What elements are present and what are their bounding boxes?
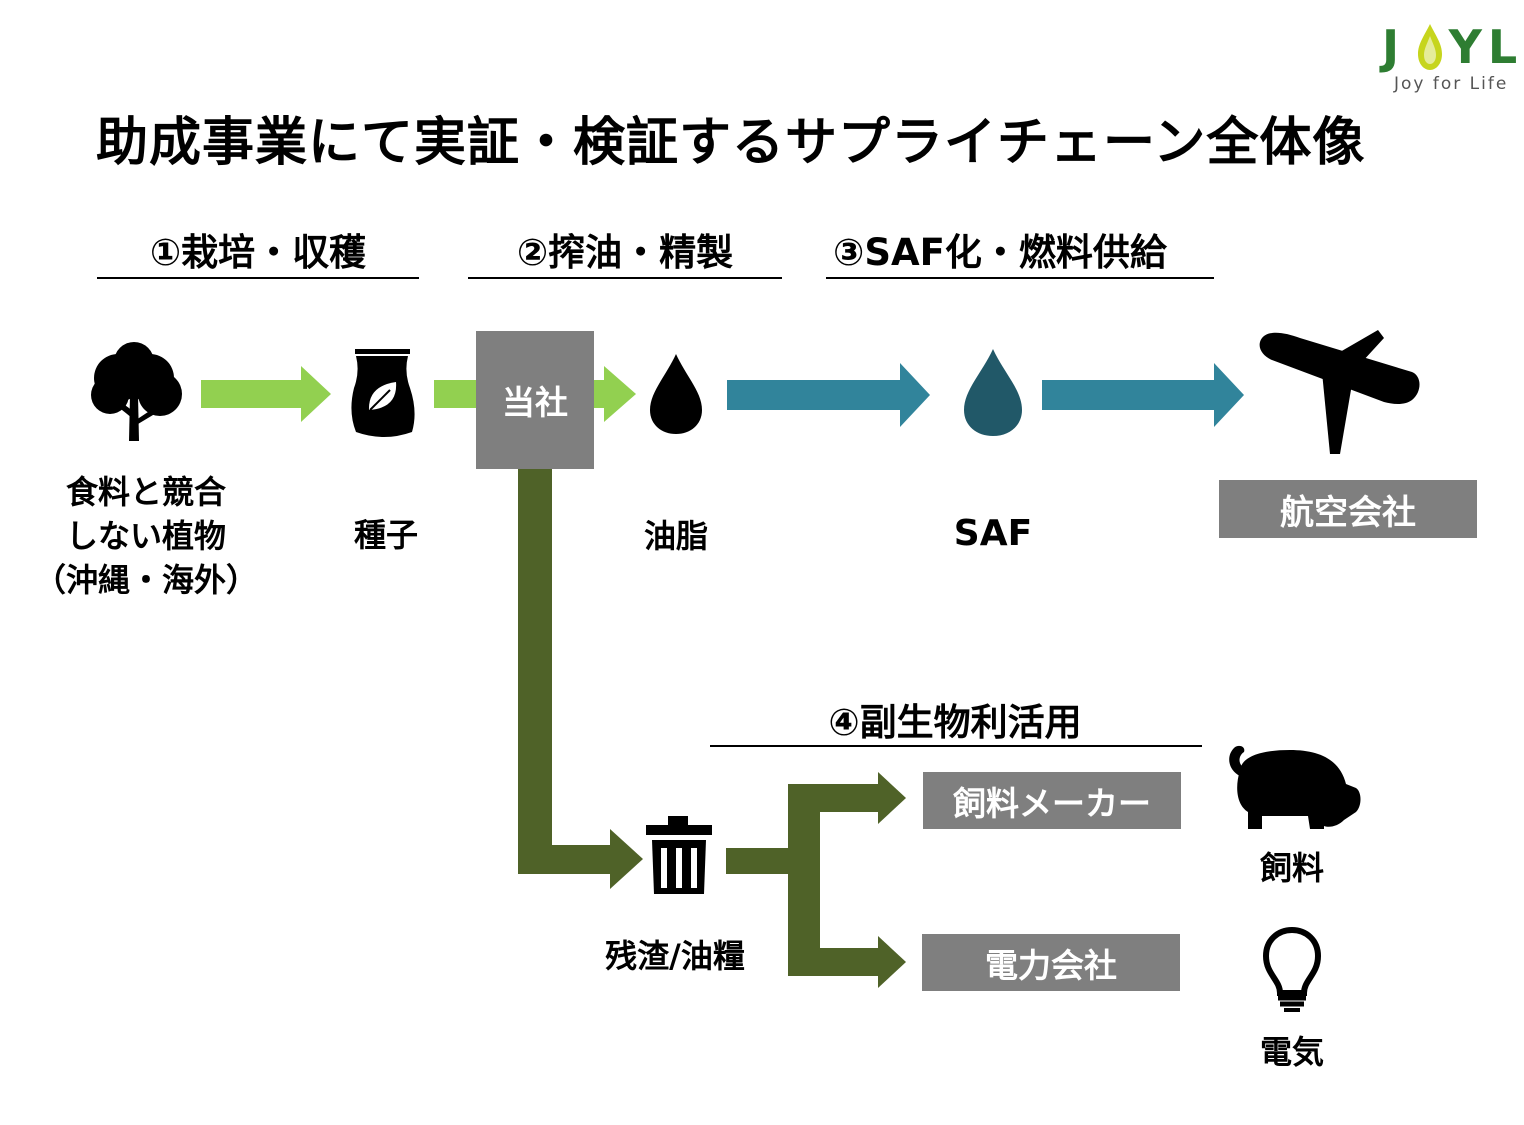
logo-drop-icon bbox=[1418, 24, 1442, 70]
arrow-saf-to-airline bbox=[1042, 363, 1244, 427]
arrow-residue-fork bbox=[726, 772, 906, 988]
feed-maker-box: 飼料メーカー bbox=[923, 772, 1181, 829]
seed-label: 種子 bbox=[353, 516, 418, 554]
arrow-company-to-residue bbox=[518, 468, 643, 889]
plant-label: 食料と競合 しない植物 （沖縄・海外） bbox=[30, 470, 262, 602]
logo-tagline: Joy for Life bbox=[1394, 74, 1509, 94]
arrow-oil-to-saf bbox=[727, 363, 930, 427]
electricity-label: 電気 bbox=[1259, 1033, 1324, 1071]
plant-label-line: 食料と競合 bbox=[65, 473, 226, 511]
power-company-box: 電力会社 bbox=[922, 934, 1180, 991]
arrow-seed-to-company bbox=[434, 380, 478, 408]
section-heading-byproduct: ④副生物利活用 bbox=[828, 701, 1082, 744]
section-rule bbox=[710, 745, 1202, 747]
section-heading-cultivation: ①栽培・収穫 bbox=[149, 231, 367, 274]
trash-icon bbox=[646, 816, 712, 894]
plant-label-line: しない植物 bbox=[65, 517, 226, 555]
arrow-plant-to-seed bbox=[201, 366, 331, 422]
residue-label: 残渣/油糧 bbox=[605, 937, 745, 975]
saf-drop-icon bbox=[964, 349, 1022, 436]
logo-wordmark: JOYL bbox=[1382, 20, 1524, 74]
seed-bag-icon bbox=[351, 349, 415, 437]
plant-label-line: （沖縄・海外） bbox=[33, 561, 258, 599]
section-heading-pressing: ②搾油・精製 bbox=[516, 231, 734, 274]
pig-icon bbox=[1229, 745, 1361, 829]
section-rule bbox=[826, 277, 1214, 279]
page-title: 助成事業にて実証・検証するサプライチェーン全体像 bbox=[96, 113, 1366, 173]
section-heading-saf: ③SAF化・燃料供給 bbox=[833, 231, 1167, 274]
tree-icon bbox=[91, 342, 182, 441]
company-box: 当社 bbox=[476, 331, 594, 469]
lightbulb-icon bbox=[1262, 926, 1322, 1012]
section-rule bbox=[97, 277, 419, 279]
feed-label: 飼料 bbox=[1259, 849, 1324, 887]
section-rule bbox=[468, 277, 782, 279]
logo: JOYL Joy for Life bbox=[1380, 14, 1520, 94]
saf-label: SAF bbox=[953, 513, 1033, 554]
oil-drop-icon bbox=[650, 354, 702, 434]
arrow-company-to-oil bbox=[594, 366, 636, 422]
oil-label: 油脂 bbox=[643, 517, 708, 555]
airline-box: 航空会社 bbox=[1219, 480, 1477, 538]
airplane-icon bbox=[1259, 330, 1420, 454]
